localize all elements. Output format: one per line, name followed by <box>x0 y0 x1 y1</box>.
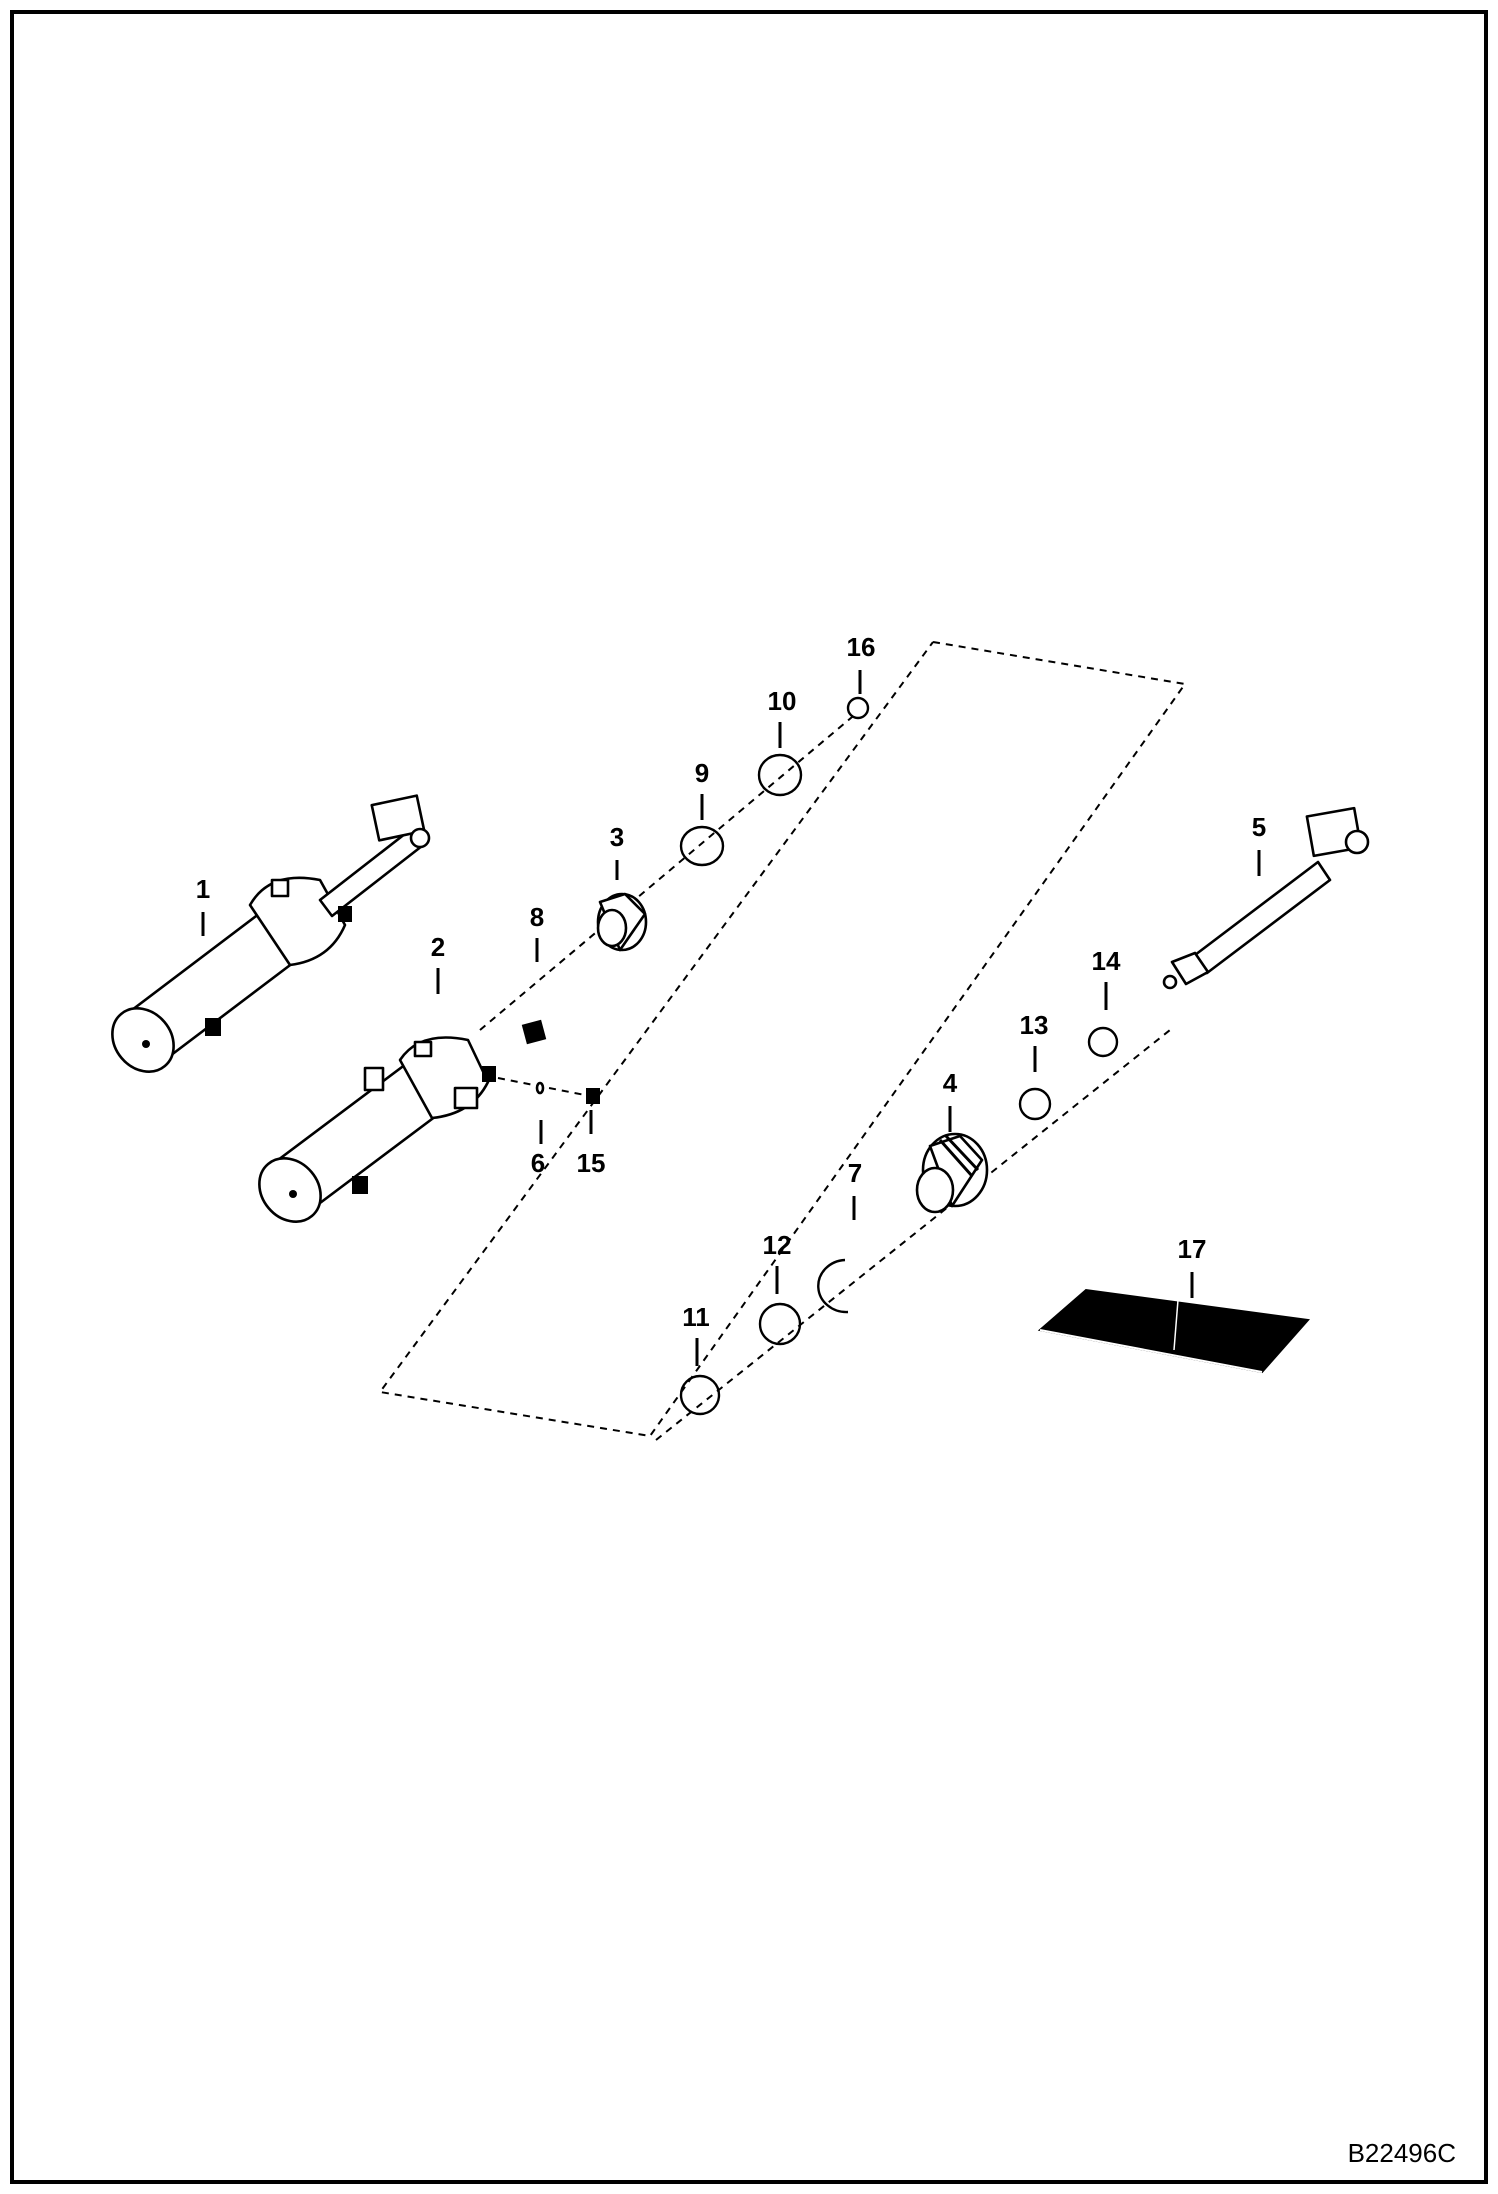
axis-lower <box>655 1029 1171 1441</box>
callout-15: 15 <box>577 1148 606 1178</box>
callout-1: 1 <box>196 874 210 904</box>
page-frame <box>10 10 1488 2184</box>
part-6-seal <box>535 1081 545 1095</box>
callout-13: 13 <box>1020 1010 1049 1040</box>
callout-5: 5 <box>1252 812 1266 842</box>
callout-11: 11 <box>682 1302 710 1332</box>
part-7-retaining-ring <box>817 1258 849 1314</box>
part-5-rod <box>1162 806 1370 990</box>
part-3-gland <box>596 892 648 952</box>
axis-port <box>497 1077 591 1097</box>
callout-9: 9 <box>695 758 709 788</box>
part-9-o-ring <box>679 825 725 867</box>
callout-10: 10 <box>768 686 797 716</box>
part-8-fitting <box>521 1019 547 1045</box>
leader-lines <box>201 670 1261 1366</box>
callout-6: 6 <box>531 1148 545 1178</box>
part-10-o-ring <box>757 753 803 797</box>
part-4-piston <box>915 1132 989 1214</box>
cylinder-assembly-1 <box>111 794 431 1073</box>
callout-4: 4 <box>943 1068 958 1098</box>
callout-16: 16 <box>847 632 876 662</box>
callout-3: 3 <box>610 822 624 852</box>
part-13-o-ring <box>1018 1087 1052 1121</box>
callout-12: 12 <box>763 1230 792 1260</box>
part-16-o-ring <box>846 696 870 720</box>
cylinder-assembly-2 <box>258 1036 496 1223</box>
part-15-plug <box>586 1088 600 1104</box>
callout-7: 7 <box>848 1158 862 1188</box>
callout-8: 8 <box>530 902 544 932</box>
axis-upper <box>479 711 859 1031</box>
part-11-o-ring <box>679 1374 721 1416</box>
part-17-decal <box>1037 1288 1310 1374</box>
callout-2: 2 <box>431 932 445 962</box>
kit-boundary <box>378 641 1187 1438</box>
callout-14: 14 <box>1092 946 1121 976</box>
part-14-o-ring <box>1087 1026 1119 1058</box>
figure-id: B22496C <box>1348 2138 1456 2168</box>
callout-17: 17 <box>1178 1234 1207 1264</box>
part-12-o-ring <box>758 1302 802 1346</box>
